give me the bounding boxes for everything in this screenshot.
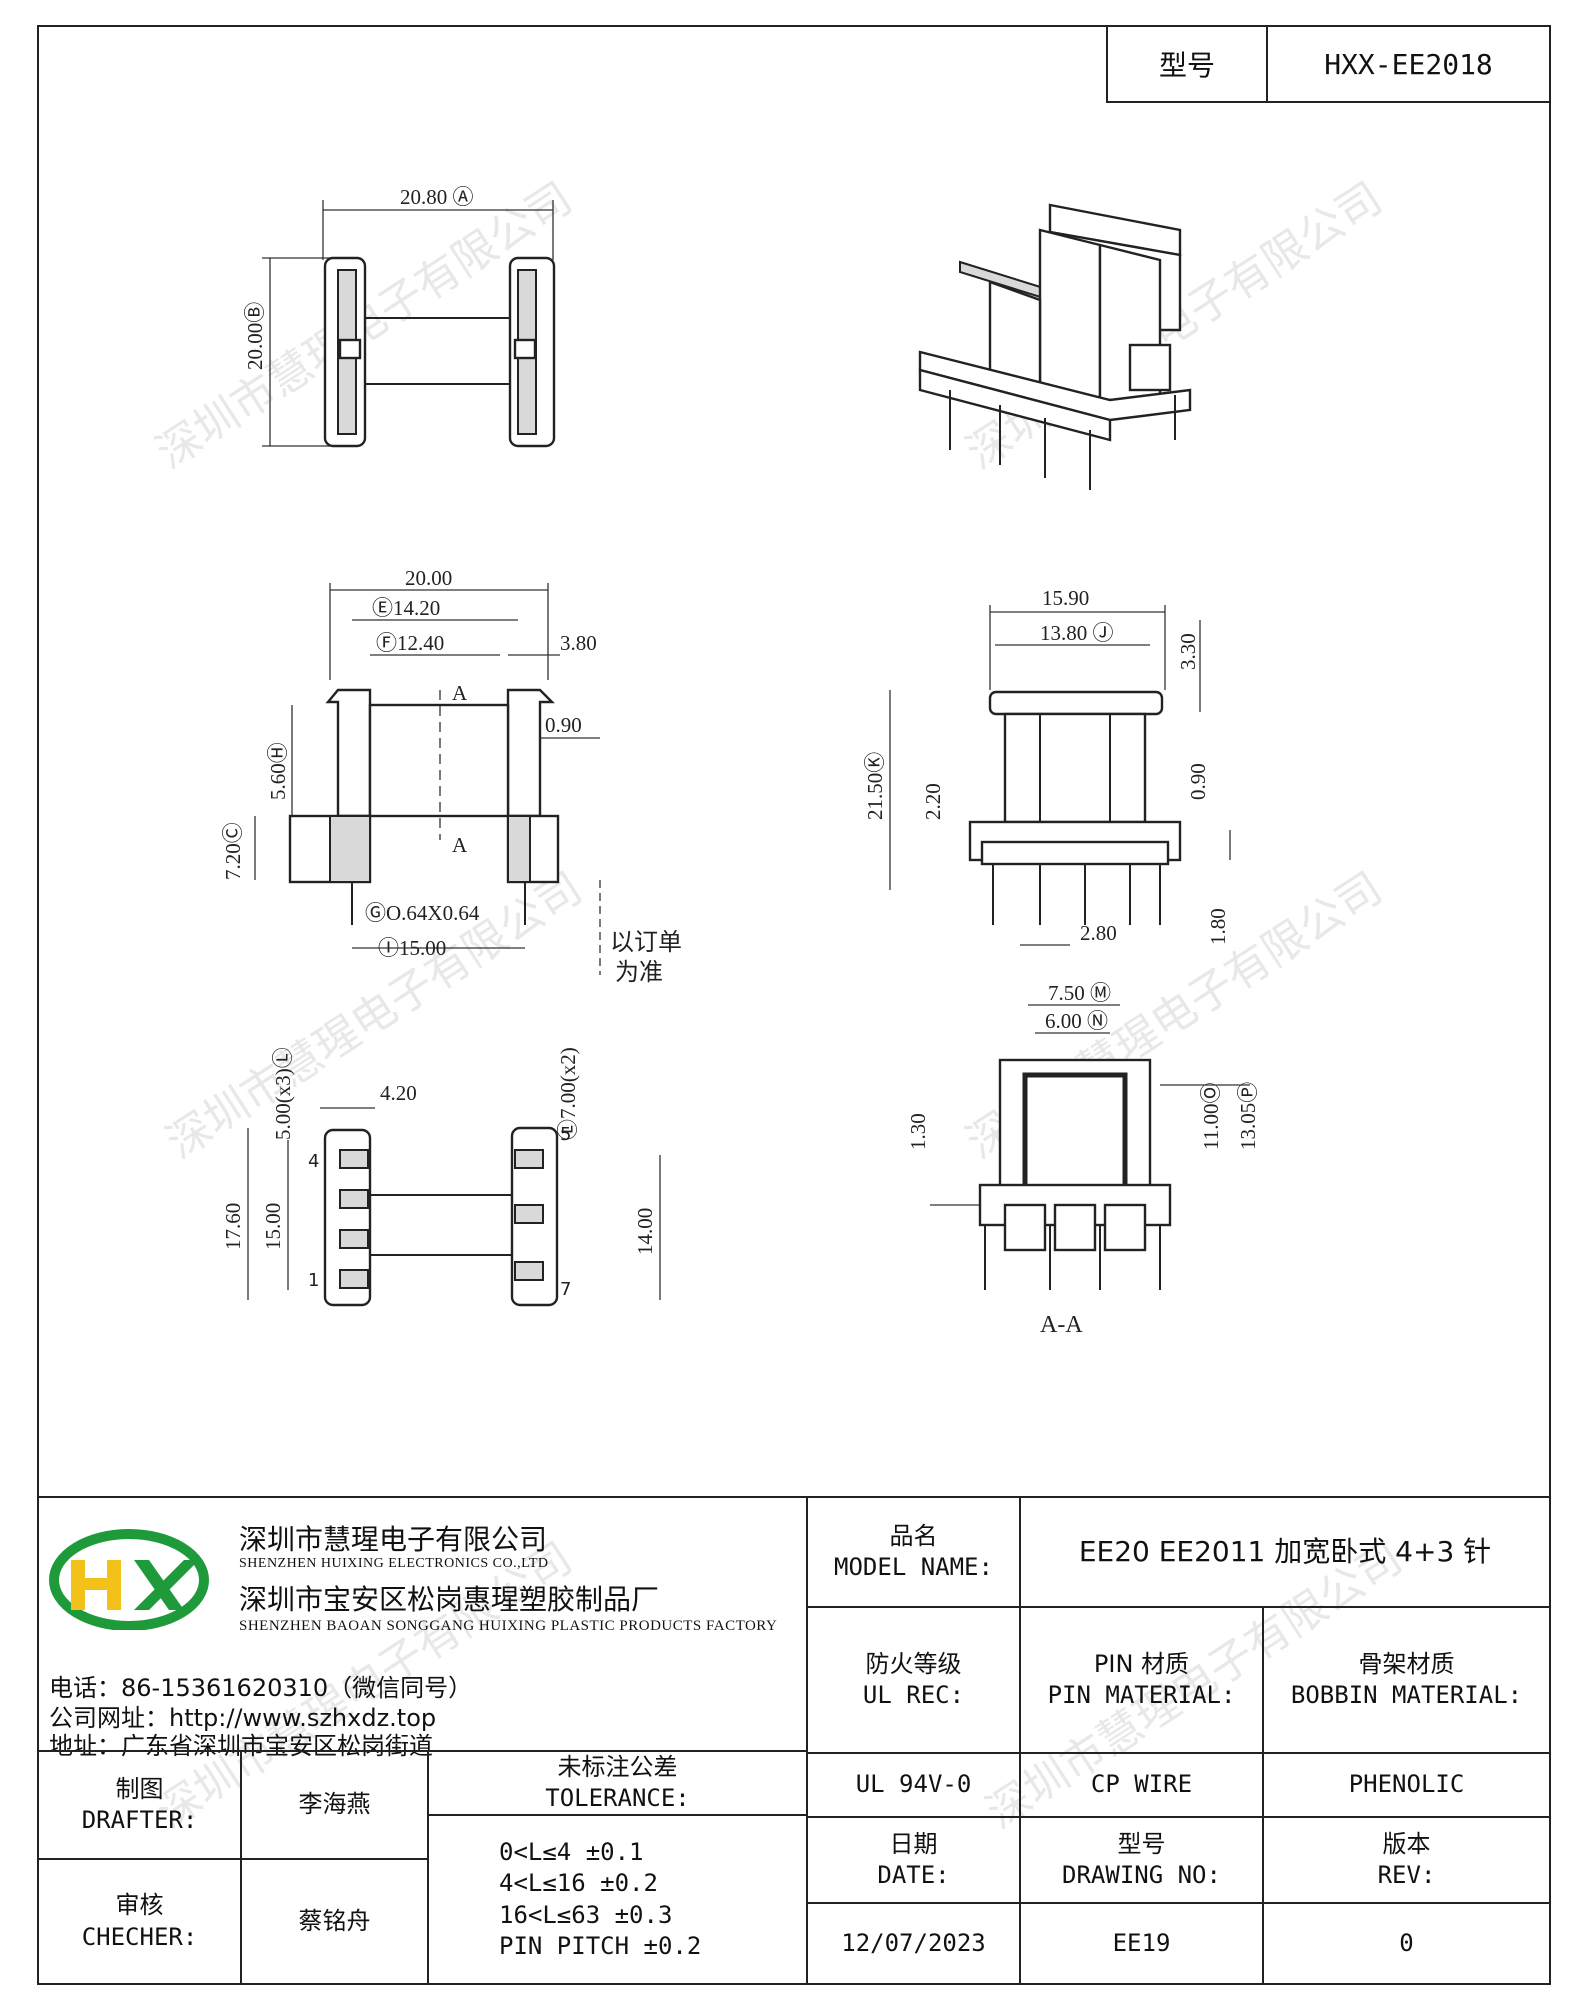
dim-front-f: Ⓕ12.40 [376, 631, 444, 655]
dim-bot-1760: 17.60 [221, 1203, 245, 1250]
company-info: 深圳市慧瑆电子有限公司 SHENZHEN HUIXING ELECTRONICS… [37, 1496, 808, 1760]
dim-side-180: 1.80 [1206, 908, 1230, 945]
checker-name: 蔡铭舟 [240, 1858, 429, 1985]
dim-side-w: 15.90 [1042, 586, 1089, 610]
pin-label-1: 1 [308, 1270, 319, 1291]
section-label: A-A [1040, 1312, 1083, 1338]
dim-side-k: 21.50Ⓚ [863, 752, 887, 820]
company-phone: 电话：86-15361620310（微信同号） [49, 1674, 473, 1702]
section-view: 7.50 Ⓜ 6.00 Ⓝ 1.30 11.00Ⓞ 13.05Ⓟ A-A [906, 981, 1260, 1338]
drawing-no-value: EE19 [1019, 1902, 1264, 1985]
pin-label-5: 5 [560, 1124, 571, 1145]
dim-top-width: 20.80 Ⓐ [400, 185, 474, 209]
tolerance-values: 0<L≤4 ±0.1 4<L≤16 ±0.2 16<L≤63 ±0.3 PIN … [427, 1814, 808, 1985]
dim-sec-1305: 13.05Ⓟ [1236, 1082, 1260, 1150]
dim-sec-1100: 11.00Ⓞ [1199, 1083, 1223, 1150]
order-note-2: 为准 [615, 958, 663, 986]
section-mark-bottom: A [452, 833, 468, 857]
bobbin-material-value: PHENOLIC [1262, 1752, 1551, 1818]
section-mark-top: A [452, 681, 468, 705]
ul-label: 防火等级 UL REC: [806, 1606, 1021, 1754]
dim-pin-span: Ⓘ15.00 [378, 936, 446, 960]
model-number-box: 型号 HXX-EE2018 [1106, 25, 1551, 103]
pin-material-label: PIN 材质 PIN MATERIAL: [1019, 1606, 1264, 1754]
company-logo [49, 1529, 209, 1630]
model-name-value: EE20 EE2011 加宽卧式 4+3 针 [1019, 1496, 1551, 1608]
dim-side-090: 0.90 [1186, 763, 1210, 800]
factory-name-en: SHENZHEN BAOAN SONGGANG HUIXING PLASTIC … [239, 1618, 778, 1634]
tolerance-label: 未标注公差 TOLERANCE: [427, 1750, 808, 1816]
pin-label-4: 4 [308, 1151, 319, 1172]
dim-pin-size: ⒼO.64X0.64 [365, 901, 480, 925]
dim-bot-500: 5.00(x3)Ⓛ [271, 1047, 295, 1140]
front-view: 20.00 Ⓔ14.20 Ⓕ12.40 3.80 0.90 5.60Ⓗ 7.20… [221, 566, 682, 986]
dim-sec-600: 6.00 Ⓝ [1045, 1009, 1108, 1033]
dim-bot-700: Ⓛ7.00(x2) [556, 1047, 580, 1140]
dim-side-top: 3.30 [1176, 633, 1200, 670]
model-name-label: 品名 MODEL NAME: [806, 1496, 1021, 1608]
dim-front-pin-d: 0.90 [545, 713, 582, 737]
bobbin-material-label: 骨架材质 BOBBIN MATERIAL: [1262, 1606, 1551, 1754]
drafter-label: 制图 DRAFTER: [37, 1750, 242, 1860]
side-view: 15.90 13.80 Ⓙ 3.30 21.50Ⓚ 2.20 0.90 2.80… [863, 586, 1231, 946]
top-view: 20.80 Ⓐ 20.00Ⓑ [243, 185, 556, 448]
date-value: 12/07/2023 [806, 1902, 1021, 1985]
dim-front-w: 20.00 [405, 566, 452, 590]
isometric-view [918, 203, 1192, 490]
ul-value: UL 94V-0 [806, 1752, 1021, 1818]
company-name-cn: 深圳市慧瑆电子有限公司 [239, 1523, 548, 1556]
pin-material-value: CP WIRE [1019, 1752, 1264, 1818]
checker-label: 审核 CHECHER: [37, 1858, 242, 1985]
dim-front-e: Ⓔ14.20 [372, 596, 440, 620]
bottom-view: 4.20 5.00(x3)Ⓛ Ⓛ7.00(x2) 17.60 15.00 14.… [221, 1047, 661, 1307]
dim-sec-130: 1.30 [906, 1113, 930, 1150]
dim-bot-420: 4.20 [380, 1081, 417, 1105]
model-label: 型号 [1108, 27, 1268, 101]
pin-label-7: 7 [560, 1279, 571, 1300]
dim-side-pitch: 2.80 [1080, 921, 1117, 945]
dim-side-220: 2.20 [921, 783, 945, 820]
dim-bot-1500: 15.00 [261, 1203, 285, 1250]
model-value: HXX-EE2018 [1324, 47, 1493, 81]
rev-label: 版本 REV: [1262, 1816, 1551, 1904]
dim-bot-1400: 14.00 [633, 1208, 657, 1255]
company-website: 公司网址：http://www.szhxdz.top [49, 1704, 437, 1732]
company-name-en: SHENZHEN HUIXING ELECTRONICS CO.,LTD [239, 1556, 549, 1571]
rev-value: 0 [1262, 1902, 1551, 1985]
factory-name-cn: 深圳市宝安区松岗惠瑆塑胶制品厂 [239, 1583, 660, 1616]
date-label: 日期 DATE: [806, 1816, 1021, 1904]
dim-front-h: 5.60Ⓗ [266, 742, 290, 800]
dim-sec-750: 7.50 Ⓜ [1048, 981, 1111, 1005]
title-block: 深圳市慧瑆电子有限公司 SHENZHEN HUIXING ELECTRONICS… [37, 1496, 1551, 1985]
drafter-name: 李海燕 [240, 1750, 429, 1860]
order-note-1: 以订单 [610, 928, 682, 956]
dim-front-c: 7.20Ⓒ [221, 822, 245, 880]
dim-side-j: 13.80 Ⓙ [1040, 621, 1114, 645]
dim-top-height: 20.00Ⓑ [243, 302, 267, 370]
technical-drawing: 20.80 Ⓐ 20.00Ⓑ 20.00 Ⓔ1 [221, 185, 1260, 1338]
drawing-no-label: 型号 DRAWING NO: [1019, 1816, 1264, 1904]
dim-front-flange: 3.80 [560, 631, 597, 655]
